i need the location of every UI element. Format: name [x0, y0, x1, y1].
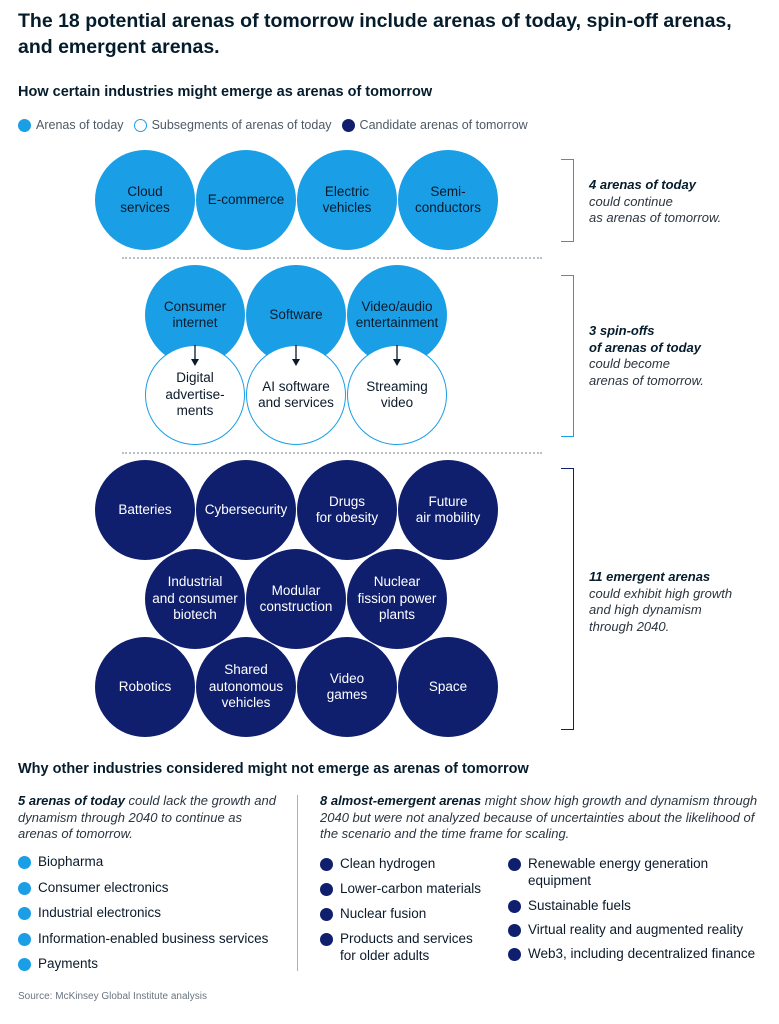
- right-column-heading: 8 almost-emergent arenas might show high…: [320, 793, 760, 843]
- note-spin-bold: 3 spin-offs of arenas of today: [589, 323, 701, 355]
- bracket-today: [561, 159, 574, 242]
- emergent-arena-circle: Batteries: [95, 460, 195, 560]
- list-item: Payments: [18, 956, 293, 982]
- bullet-dark-icon: [320, 858, 333, 871]
- emergent-arena-circle: Video games: [297, 637, 397, 737]
- list-item: Industrial electronics: [18, 905, 293, 931]
- bullet-dark-icon: [508, 948, 521, 961]
- arena-today-circle: Cloud services: [95, 150, 195, 250]
- list-item: Products and services for older adults: [320, 931, 500, 964]
- filled-dark-circle-icon: [341, 118, 355, 132]
- legend-label-today: Arenas of today: [36, 118, 124, 132]
- note-arenas-today: 4 arenas of today could continue as aren…: [589, 177, 769, 227]
- list-item: Sustainable fuels: [508, 898, 770, 922]
- left-heading-text: could lack the growth and dynamism throu…: [18, 793, 276, 841]
- left-list: Biopharma Consumer electronics Industria…: [18, 854, 293, 982]
- bullet-light-icon: [18, 881, 31, 895]
- right-list-b: Renewable energy generation equipment Su…: [508, 856, 770, 963]
- note-emergent: 11 emergent arenas could exhibit high gr…: [589, 569, 769, 635]
- legend-label-subsegment: Subsegments of arenas of today: [151, 118, 332, 132]
- arrow-down-icon: [191, 345, 199, 366]
- right-list-a: Clean hydrogen Lower-carbon materials Nu…: [320, 856, 500, 964]
- bullet-light-icon: [18, 958, 31, 971]
- section-divider: [122, 257, 542, 259]
- bullet-dark-icon: [508, 900, 521, 913]
- legend-item-subsegment: Subsegments of arenas of today: [133, 118, 332, 132]
- column-divider: [297, 795, 298, 971]
- bullet-dark-icon: [320, 933, 333, 946]
- diagram-subtitle: How certain industries might emerge as a…: [18, 84, 433, 100]
- bullet-light-icon: [18, 856, 31, 869]
- spinoff-subsegment-circle: Digital advertise- ments: [145, 345, 245, 445]
- chart-title: The 18 potential arenas of tomorrow incl…: [18, 10, 732, 58]
- source-note: Source: McKinsey Global Institute analys…: [18, 991, 207, 1002]
- list-item: Web3, including decentralized finance: [508, 946, 770, 963]
- list-item: Biopharma: [18, 854, 293, 880]
- note-emergent-bold: 11 emergent arenas: [589, 569, 711, 584]
- bullet-dark-icon: [320, 883, 333, 896]
- legend-item-today: Arenas of today: [18, 118, 124, 132]
- arena-today-circle: E-commerce: [196, 150, 296, 250]
- note-emergent-text: could exhibit high growth and high dynam…: [589, 585, 733, 634]
- note-spin-text: could become arenas of tomorrow.: [589, 356, 704, 388]
- right-heading-bold: 8 almost-emergent arenas: [320, 793, 482, 808]
- arrow-down-icon: [393, 345, 401, 366]
- bullet-light-icon: [18, 907, 31, 920]
- emergent-arena-circle: Drugs for obesity: [297, 460, 397, 560]
- arrow-down-icon: [292, 345, 300, 366]
- arena-today-circle: Electric vehicles: [297, 150, 397, 250]
- section-heading: Why other industries considered might no…: [18, 761, 529, 777]
- emergent-arena-circle: Nuclear fission power plants: [347, 549, 447, 649]
- list-item: Consumer electronics: [18, 880, 293, 906]
- emergent-arena-circle: Space: [398, 637, 498, 737]
- emergent-arena-circle: Future air mobility: [398, 460, 498, 560]
- list-item: Virtual reality and augmented reality: [508, 922, 770, 946]
- note-today-text: could continue as arenas of tomorrow.: [589, 193, 722, 226]
- bracket-spinoffs: [561, 275, 574, 437]
- emergent-arena-circle: Industrial and consumer biotech: [145, 549, 245, 649]
- list-item: Information-enabled business services: [18, 931, 293, 957]
- list-item: Lower-carbon materials: [320, 881, 500, 906]
- legend-label-candidate: Candidate arenas of tomorrow: [359, 118, 528, 132]
- bullet-dark-icon: [320, 908, 333, 921]
- emergent-arena-circle: Modular construction: [246, 549, 346, 649]
- section-divider: [122, 452, 542, 454]
- filled-light-circle-icon: [18, 118, 31, 132]
- arena-today-circle: Semi- conductors: [398, 150, 498, 250]
- outline-circle-icon: [133, 118, 147, 132]
- spinoff-subsegment-circle: AI software and services: [246, 345, 346, 445]
- list-item: Nuclear fusion: [320, 906, 500, 931]
- right-heading-text: might show high growth and dynamism thro…: [320, 793, 758, 841]
- note-today-bold: 4 arenas of today: [589, 177, 696, 192]
- list-item: Clean hydrogen: [320, 856, 500, 881]
- bullet-dark-icon: [508, 858, 521, 871]
- emergent-arena-circle: Robotics: [95, 637, 195, 737]
- bullet-light-icon: [18, 932, 31, 946]
- list-item: Renewable energy generation equipment: [508, 856, 770, 898]
- emergent-arena-circle: Cybersecurity: [196, 460, 296, 560]
- legend-item-candidate: Candidate arenas of tomorrow: [341, 118, 528, 132]
- left-column-heading: 5 arenas of today could lack the growth …: [18, 793, 280, 843]
- bullet-dark-icon: [508, 924, 521, 937]
- legend: Arenas of today Subsegments of arenas of…: [18, 118, 538, 132]
- emergent-arena-circle: Shared autonomous vehicles: [196, 637, 296, 737]
- left-heading-bold: 5 arenas of today: [18, 793, 125, 808]
- bracket-emergent: [561, 468, 574, 730]
- note-spinoffs: 3 spin-offs of arenas of today could bec…: [589, 323, 769, 389]
